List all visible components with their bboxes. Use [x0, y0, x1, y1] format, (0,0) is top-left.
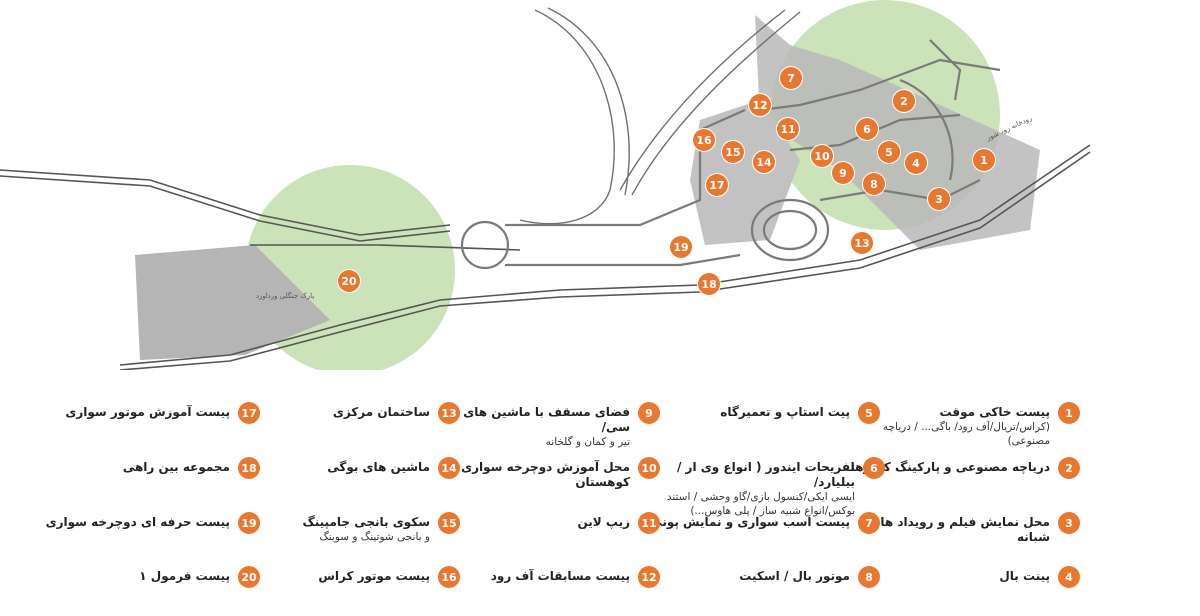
legend-item-9: 9 فضای مسقف با ماشین های ار سی/تیر و کما…: [425, 402, 660, 452]
legend-badge: 17: [238, 402, 260, 424]
map-pin-20[interactable]: 20: [338, 270, 360, 292]
legend-item-12: 12 پیست مسابقات آف رود: [425, 566, 660, 616]
legend-badge: 2: [1058, 457, 1080, 479]
legend-badge: 12: [638, 566, 660, 588]
legend-badge: 5: [858, 402, 880, 424]
map-pin-14[interactable]: 14: [753, 151, 775, 173]
legend-title: پیست فرمول ۱: [139, 569, 230, 583]
legend-badge: 19: [238, 512, 260, 534]
legend-title: پیست حرفه ای دوچرخه سواری: [45, 515, 230, 529]
legend-item-6: 6 تفریحات ایندور ( انواع وی ار / بیلیارد…: [645, 457, 885, 517]
legend-badge: 18: [238, 457, 260, 479]
park-label: پارک جنگلی ورداورد: [256, 291, 314, 300]
legend-title: تفریحات ایندور ( انواع وی ار / بیلیارد/: [676, 460, 855, 489]
map-pin-3[interactable]: 3: [928, 188, 950, 210]
legend-title: محل نمایش فیلم و رویداد های شبانه: [869, 515, 1050, 544]
map-pin-17[interactable]: 17: [706, 174, 728, 196]
legend-badge: 1: [1058, 402, 1080, 424]
map-pin-19[interactable]: 19: [670, 236, 692, 258]
legend-title: محل آموزش دوچرخه سواری کوهستان: [461, 460, 630, 489]
zone-east: [755, 15, 1040, 250]
zone-formula-track: [135, 245, 330, 360]
legend-title: پینت بال: [999, 569, 1050, 583]
legend-title: پیست مسابقات آف رود: [490, 569, 630, 583]
map-pin-18[interactable]: 18: [698, 273, 720, 295]
legend-badge: 8: [858, 566, 880, 588]
map-pin-9[interactable]: 9: [832, 162, 854, 184]
legend-badge: 4: [1058, 566, 1080, 588]
legend-badge: 7: [858, 512, 880, 534]
legend-badge: 14: [438, 457, 460, 479]
map-pin-8[interactable]: 8: [863, 173, 885, 195]
legend-badge: 6: [863, 457, 885, 479]
legend-sub: تیر و کمان و گلخانه: [545, 436, 630, 448]
legend-item-20: 20 پیست فرمول ۱: [25, 566, 260, 616]
legend-title: دریاچه مصنوعی و پارکینگ کمپرها: [850, 460, 1050, 474]
legend-badge: 13: [438, 402, 460, 424]
north-road: [519, 7, 801, 225]
legend-title: فضای مسقف با ماشین های ار سی/: [448, 405, 630, 434]
map-pin-12[interactable]: 12: [749, 94, 771, 116]
legend-item-13: 13 ساختمان مرکزی: [225, 402, 460, 452]
legend-title: پیست خاکی موقت: [939, 405, 1050, 419]
legend-title: پیت استاپ و تعمیرگاه: [720, 405, 850, 419]
legend-badge: 10: [638, 457, 660, 479]
highway: [0, 144, 1091, 371]
map-pin-7[interactable]: 7: [780, 67, 802, 89]
map-pin-6[interactable]: 6: [856, 118, 878, 140]
legend-item-15: 15 سکوی بانجی جامپینگ و بانجی شوتینگ و سو…: [225, 512, 460, 562]
legend-item-18: 18 مجموعه بین راهی: [25, 457, 260, 507]
legend-item-5: 5 پیت استاپ و تعمیرگاه: [645, 402, 880, 452]
map-pin-4[interactable]: 4: [905, 152, 927, 174]
map-pin-15[interactable]: 15: [722, 141, 744, 163]
legend-title: سکوی بانجی جامپینگ: [302, 515, 430, 529]
map-pin-11[interactable]: 11: [777, 118, 799, 140]
zone-center: [690, 100, 800, 245]
legend-item-17: 17 پیست آموزش موتور سواری: [25, 402, 260, 452]
map-pin-2[interactable]: 2: [893, 90, 915, 112]
legend-item-19: 19 پیست حرفه ای دوچرخه سواری: [25, 512, 260, 562]
map-pin-10[interactable]: 10: [811, 145, 833, 167]
legend-item-8: 8 موتور بال / اسکیت: [645, 566, 880, 616]
legend-title: پیست اسب سواری و نمایش پونی: [650, 515, 850, 529]
legend-item-7: 7 پیست اسب سواری و نمایش پونی: [645, 512, 880, 562]
map-drawing: رودخانه رود شور پارک جنگلی ورداورد: [0, 0, 1091, 375]
legend-item-11: 11 زیپ لاین: [425, 512, 660, 562]
legend-title: پیست موتور کراس: [318, 569, 430, 583]
legend-badge: 11: [638, 512, 660, 534]
legend-sub: ایسی ایکی/کنسول بازی/گاو وحشی / استند بو…: [666, 491, 855, 517]
legend-title: پیست آموزش موتور سواری: [65, 405, 230, 419]
legend-item-1: 1 پیست خاکی موقت (کراس/تریال/آف رود/ باگی…: [845, 402, 1080, 452]
legend-title: ماشین های بوگی: [327, 460, 430, 474]
map-pin-1[interactable]: 1: [973, 149, 995, 171]
legend-item-3: 3 محل نمایش فیلم و رویداد های شبانه: [845, 512, 1080, 562]
map-pin-16[interactable]: 16: [693, 129, 715, 151]
map-pin-13[interactable]: 13: [851, 232, 873, 254]
legend-badge: 20: [238, 566, 260, 588]
legend-item-16: 16 پیست موتور کراس: [225, 566, 460, 616]
legend: 1 پیست خاکی موقت (کراس/تریال/آف رود/ باگی…: [0, 385, 1200, 595]
legend-badge: 15: [438, 512, 460, 534]
map-pin-5[interactable]: 5: [878, 141, 900, 163]
legend-item-14: 14 ماشین های بوگی: [225, 457, 460, 507]
legend-title: ساختمان مرکزی: [332, 405, 430, 419]
legend-badge: 16: [438, 566, 460, 588]
legend-badge: 9: [638, 402, 660, 424]
legend-badge: 3: [1058, 512, 1080, 534]
legend-item-2: 2 دریاچه مصنوعی و پارکینگ کمپرها: [845, 457, 1080, 507]
legend-title: موتور بال / اسکیت: [739, 569, 850, 583]
legend-sub: (کراس/تریال/آف رود/ باگی... / دریاچه مصن…: [882, 421, 1050, 447]
legend-item-4: 4 پینت بال: [845, 566, 1080, 616]
site-map: رودخانه رود شور پارک جنگلی ورداورد 1 2 3…: [0, 0, 1091, 375]
legend-sub: و بانجی شوتینگ و سوینگ: [319, 531, 430, 543]
legend-title: زیپ لاین: [577, 515, 630, 529]
legend-item-10: 10 محل آموزش دوچرخه سواری کوهستان: [425, 457, 660, 507]
legend-title: مجموعه بین راهی: [122, 460, 230, 474]
